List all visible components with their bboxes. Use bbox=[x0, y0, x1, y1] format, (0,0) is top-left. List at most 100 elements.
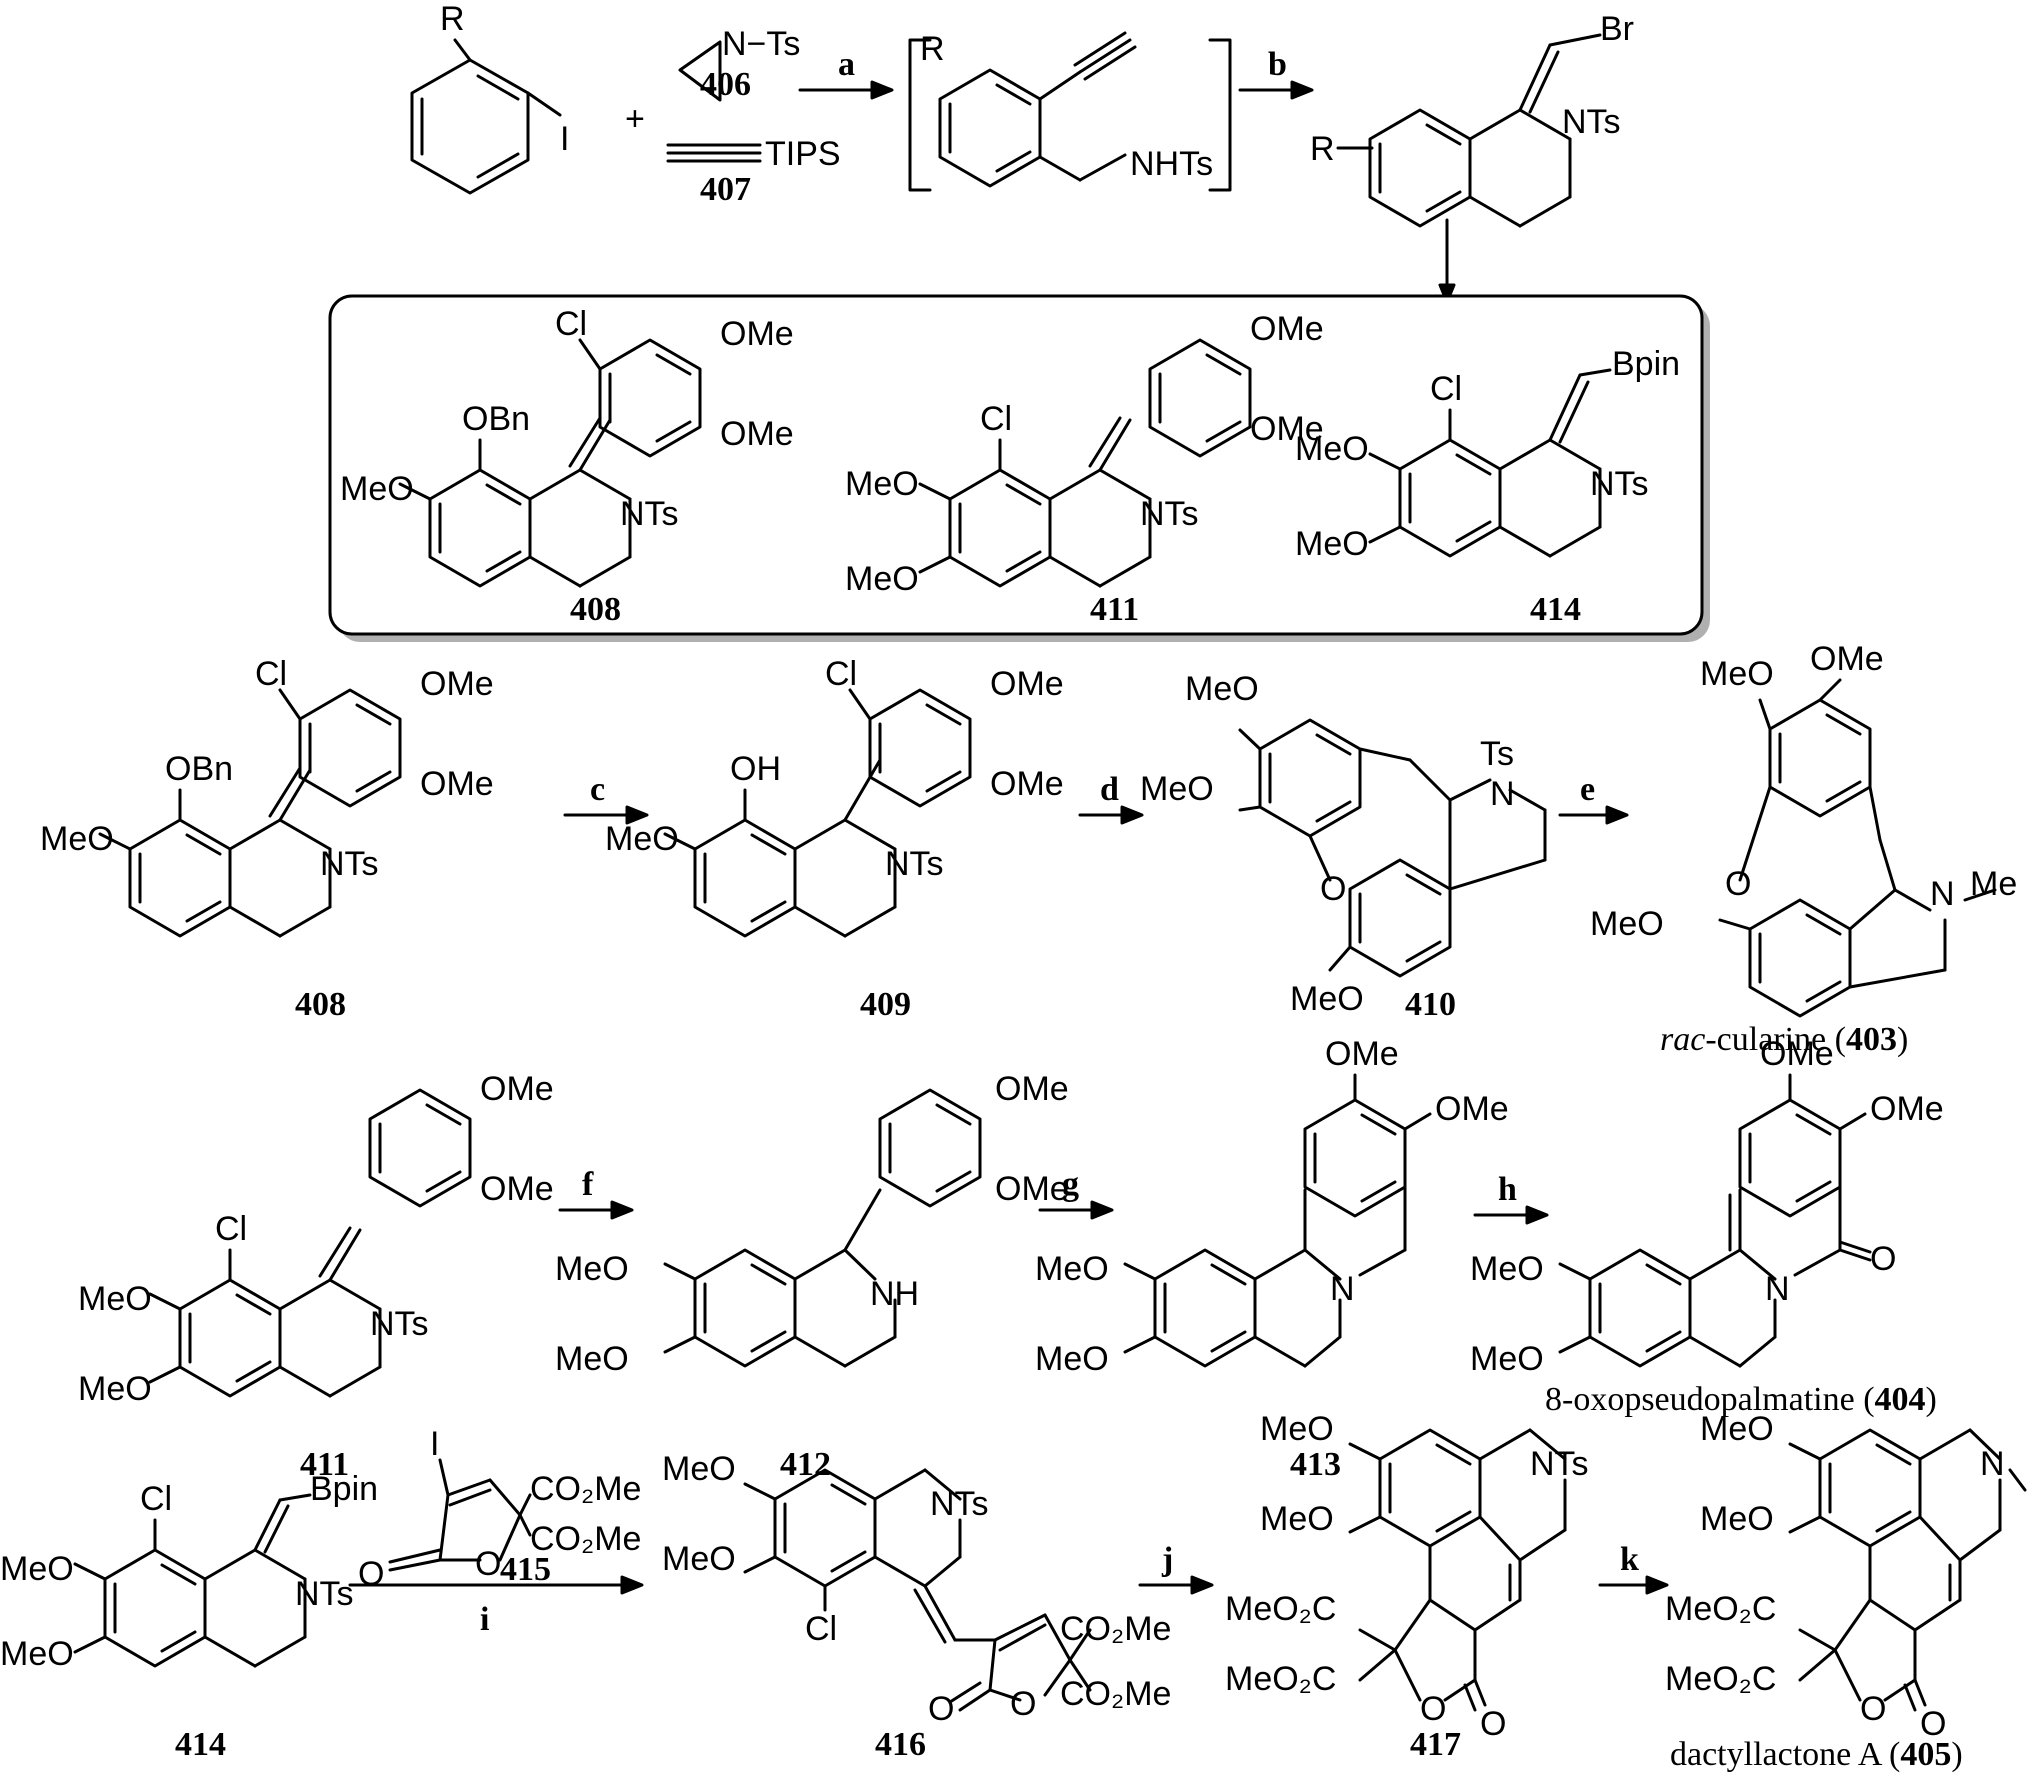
bromo-enamide: Br NTs R bbox=[1310, 10, 1634, 228]
atom-OMe: OMe bbox=[995, 1070, 1069, 1108]
compound-label-408: 408 bbox=[295, 986, 346, 1023]
compound-label-411: 411 bbox=[300, 1446, 349, 1483]
reagent-k: k bbox=[1620, 1541, 1639, 1578]
atom-OMe: OMe bbox=[1810, 640, 1884, 678]
aziridine-406: N−Ts 406 bbox=[678, 25, 800, 103]
atom-MeO: MeO bbox=[662, 1450, 736, 1488]
atom-OH: OH bbox=[730, 750, 781, 788]
intermediate-bracket: R NHTs bbox=[908, 30, 1232, 192]
atom-NTs: NTs bbox=[1590, 465, 1649, 503]
atom-CO2Me: CO₂Me bbox=[530, 1520, 641, 1558]
atom-N-Ts: N−Ts bbox=[722, 25, 800, 63]
reagent-i: i bbox=[480, 1601, 489, 1638]
atom-Bpin: Bpin bbox=[310, 1470, 378, 1508]
atom-MeO: MeO bbox=[1590, 905, 1664, 943]
atom-MeO: MeO bbox=[1290, 980, 1364, 1018]
compound-name-cularine: rac-cularine (403) bbox=[1660, 1021, 1908, 1058]
atom-MeO: MeO bbox=[1470, 1250, 1544, 1288]
compound-label-417: 417 bbox=[1410, 1726, 1461, 1763]
atom-Cl: Cl bbox=[805, 1610, 837, 1648]
atom-NTs: NTs bbox=[620, 495, 679, 533]
atom-OMe: OMe bbox=[1250, 310, 1324, 348]
structure-409: Cl OMe OMe OH MeO NTs 409 bbox=[605, 655, 1064, 1023]
atom-OMe: OMe bbox=[420, 765, 494, 803]
atom-Cl: Cl bbox=[215, 1210, 247, 1248]
structure-414: Cl Bpin MeO MeO NTs 414 bbox=[0, 1470, 378, 1763]
atom-N: N bbox=[1330, 1270, 1355, 1308]
atom-NTs: NTs bbox=[885, 845, 944, 883]
arrow-b: b bbox=[1238, 46, 1314, 100]
atom-MeO: MeO bbox=[0, 1550, 74, 1588]
atom-O: O bbox=[1480, 1705, 1506, 1743]
atom-MeO: MeO bbox=[78, 1370, 152, 1408]
atom-MeO: MeO bbox=[1700, 655, 1774, 693]
atom-I: I bbox=[560, 120, 569, 158]
reagent-j: j bbox=[1161, 1541, 1173, 1578]
arrow-c: c bbox=[563, 771, 649, 825]
atom-MeO2C: MeO₂C bbox=[1225, 1660, 1336, 1698]
atom-NHTs: NHTs bbox=[1130, 145, 1213, 183]
compound-label-407: 407 bbox=[700, 171, 751, 208]
atom-NTs: NTs bbox=[370, 1305, 429, 1343]
atom-CO2Me: CO₂Me bbox=[1060, 1610, 1171, 1648]
atom-MeO: MeO bbox=[1700, 1410, 1774, 1448]
atom-NTs: NTs bbox=[295, 1575, 354, 1613]
atom-OMe: OMe bbox=[1760, 1035, 1834, 1073]
atom-R-3: R bbox=[1310, 130, 1335, 168]
atom-MeO: MeO bbox=[555, 1340, 629, 1378]
structure-cularine: MeO OMe O MeO N Me rac-cularine (403) bbox=[1590, 640, 2017, 1058]
compound-label-414: 414 bbox=[175, 1726, 226, 1763]
atom-TIPS: TIPS bbox=[765, 135, 841, 173]
structure-416: MeO MeO NTs Cl CO₂Me CO₂Me O O 416 bbox=[662, 1450, 1171, 1763]
atom-N: N bbox=[1765, 1270, 1790, 1308]
atom-Cl: Cl bbox=[825, 655, 857, 693]
atom-MeO2C: MeO₂C bbox=[1665, 1660, 1776, 1698]
arrow-a: a bbox=[798, 46, 894, 100]
atom-OMe: OMe bbox=[1325, 1035, 1399, 1073]
atom-OMe: OMe bbox=[995, 1170, 1069, 1208]
atom-OMe: OMe bbox=[1870, 1090, 1944, 1128]
atom-MeO: MeO bbox=[1035, 1340, 1109, 1378]
reagent-c: c bbox=[590, 771, 605, 808]
atom-OMe: OMe bbox=[720, 315, 794, 353]
atom-OBn: OBn bbox=[165, 750, 233, 788]
atom-I: I bbox=[430, 1425, 439, 1463]
structure-412: OMe OMe MeO MeO NH 412 bbox=[555, 1070, 1069, 1483]
reagent-b: b bbox=[1268, 46, 1287, 83]
atom-MeO: MeO bbox=[845, 465, 919, 503]
atom-OMe: OMe bbox=[1435, 1090, 1509, 1128]
atom-MeO: MeO bbox=[340, 470, 414, 508]
atom-OMe: OMe bbox=[720, 415, 794, 453]
atom-NTs: NTs bbox=[1140, 495, 1199, 533]
structure-408-box: Cl OMe OMe OBn MeO NTs 408 bbox=[340, 305, 794, 628]
structure-411: Cl OMe OMe MeO MeO NTs 411 bbox=[78, 1070, 554, 1483]
atom-N: N bbox=[1980, 1445, 2005, 1483]
atom-MeO: MeO bbox=[1295, 430, 1369, 468]
atom-NTs: NTs bbox=[1530, 1445, 1589, 1483]
atom-NTs: NTs bbox=[930, 1485, 989, 1523]
atom-Cl: Cl bbox=[980, 400, 1012, 438]
atom-R-2: R bbox=[920, 30, 945, 68]
atom-MeO: MeO bbox=[1185, 670, 1259, 708]
compound-label-415: 415 bbox=[500, 1551, 551, 1588]
atom-NTs: NTs bbox=[1562, 103, 1621, 141]
structure-417: MeO MeO NTs MeO₂C MeO₂C O O 417 bbox=[1225, 1410, 1589, 1763]
arrow-g: g bbox=[1038, 1166, 1114, 1220]
reagent-415: I CO₂Me CO₂Me O O 415 bbox=[358, 1425, 641, 1593]
atom-MeO: MeO bbox=[0, 1635, 74, 1673]
compound-label-409: 409 bbox=[860, 986, 911, 1023]
atom-MeO: MeO bbox=[1260, 1500, 1334, 1538]
atom-Cl: Cl bbox=[1430, 370, 1462, 408]
compound-label-410: 410 bbox=[1405, 986, 1456, 1023]
atom-N: N bbox=[1930, 875, 1955, 913]
atom-O: O bbox=[1920, 1705, 1946, 1743]
atom-OMe: OMe bbox=[420, 665, 494, 703]
atom-Ts: Ts bbox=[1480, 735, 1514, 773]
arrow-e: e bbox=[1558, 771, 1629, 825]
structure-410: MeO MeO O Ts N MeO 410 bbox=[1140, 670, 1547, 1023]
atom-N: N bbox=[1490, 775, 1515, 813]
atom-O: O bbox=[475, 1545, 501, 1583]
arrow-i: i bbox=[348, 1575, 644, 1638]
arrow-k: k bbox=[1598, 1541, 1669, 1595]
